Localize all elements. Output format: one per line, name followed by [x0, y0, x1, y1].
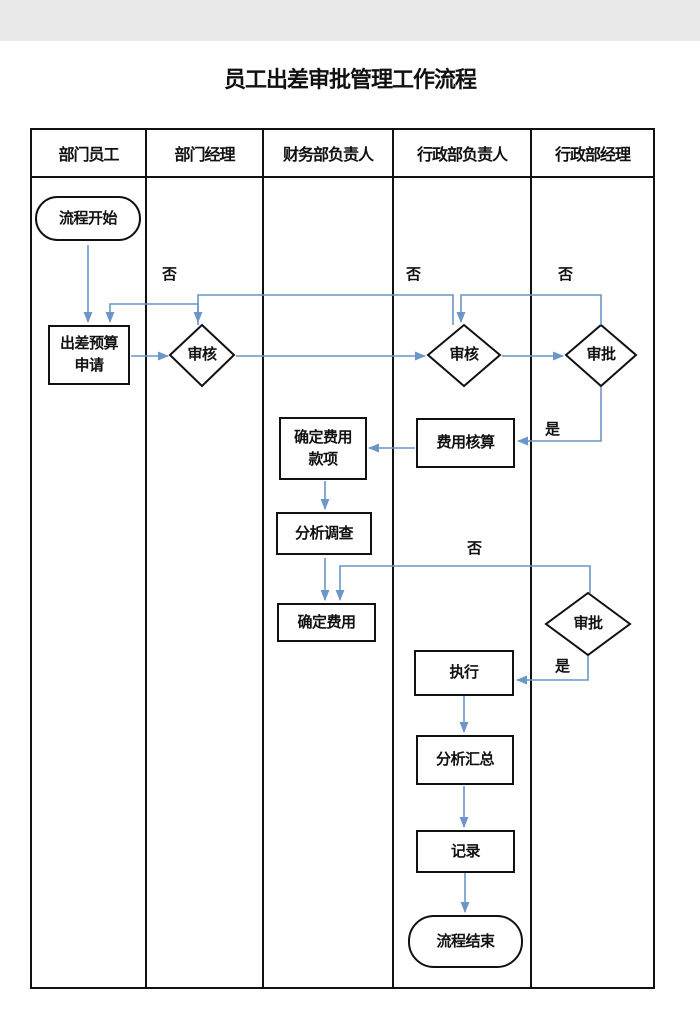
top-bar — [0, 0, 700, 41]
decision-review1 — [168, 323, 236, 388]
edge-label-no-3: 否 — [558, 265, 574, 283]
analyze-node: 分析调查 — [276, 512, 372, 555]
swimlane-table — [30, 128, 655, 989]
edge-label-no-1: 否 — [162, 265, 178, 283]
cost-calc-node: 费用核算 — [416, 418, 515, 468]
apply-node: 出差预算申请 — [48, 325, 130, 385]
confirm-items-node: 确定费用款项 — [279, 417, 367, 480]
review2-label: 审核 — [449, 345, 479, 364]
decision-approve2 — [544, 591, 632, 657]
arrow-review1-no — [105, 303, 199, 325]
arrow-review2-no — [193, 294, 454, 325]
end-node: 流程结束 — [408, 915, 523, 968]
start-node: 流程开始 — [35, 196, 141, 241]
review1-label: 审核 — [187, 345, 217, 364]
lane-header-finance-lead: 财务部负责人 — [282, 145, 374, 164]
decision-approve1 — [564, 323, 638, 388]
record-node: 记录 — [416, 830, 515, 873]
lane-header-dept-manager: 部门经理 — [174, 145, 235, 164]
arrow-approve2-yes — [515, 656, 589, 685]
approve2-label: 审批 — [573, 614, 603, 633]
arrow-approve1-no — [456, 294, 602, 325]
execute-node: 执行 — [414, 650, 514, 696]
lane-header-admin-lead: 行政部负责人 — [416, 145, 508, 164]
edge-label-no-2: 否 — [406, 265, 422, 283]
page-title: 员工出差审批管理工作流程 — [223, 68, 477, 93]
edge-label-no-4: 否 — [467, 539, 483, 557]
arrow-approve1-yes — [516, 387, 602, 446]
decision-review2 — [426, 323, 502, 388]
edge-label-yes-1: 是 — [545, 420, 561, 438]
summary-node: 分析汇总 — [416, 735, 514, 785]
edge-label-yes-2: 是 — [555, 657, 571, 675]
approve1-label: 审批 — [586, 345, 616, 364]
confirm-cost-node: 确定费用 — [277, 603, 376, 642]
lane-header-dept-staff: 部门员工 — [58, 145, 119, 164]
arrow-approve2-no — [335, 565, 591, 602]
lane-header-admin-manager: 行政部经理 — [554, 145, 631, 164]
